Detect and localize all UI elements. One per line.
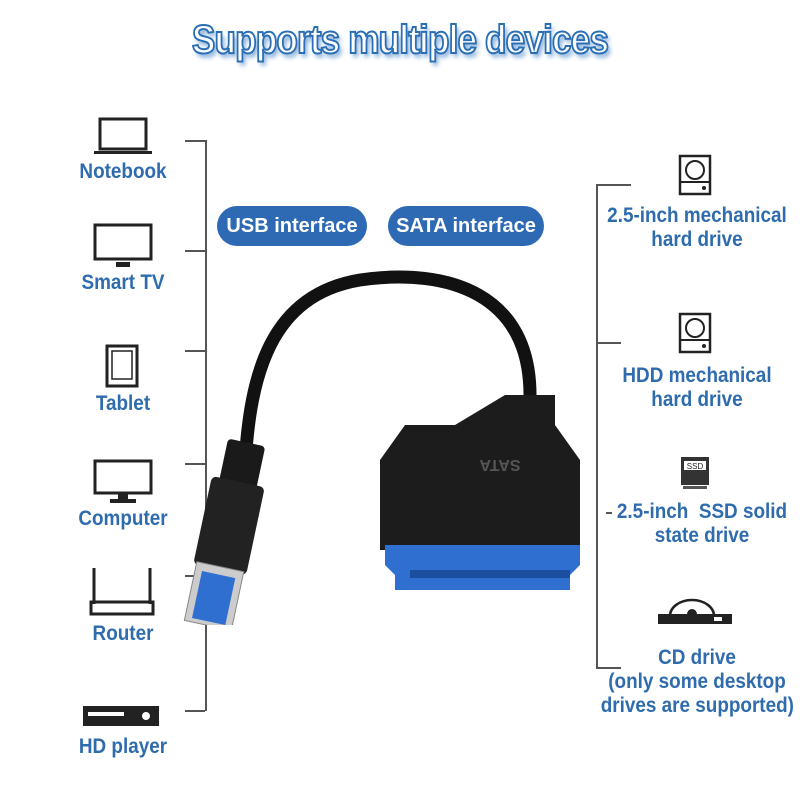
bracket-tick <box>596 184 631 186</box>
device-label-hd-player: HD player <box>78 735 168 758</box>
device-label-smart-tv: Smart TV <box>81 271 165 294</box>
drive-label-line: 2.5-inch mechanical <box>607 204 787 227</box>
device-label-tablet: Tablet <box>95 392 151 415</box>
drive-label-ssd: 2.5-inch SSD solid state drive <box>610 500 794 548</box>
drive-label-line: 2.5-inch SSD solid <box>616 500 788 523</box>
sata-label: SATA <box>479 456 521 473</box>
drive-label-line: hard drive <box>651 228 743 251</box>
router-icon <box>89 568 155 616</box>
device-label-notebook: Notebook <box>79 160 167 183</box>
cd-drive-icon <box>658 598 732 624</box>
left-bracket <box>205 140 207 711</box>
device-label-computer: Computer <box>78 507 168 530</box>
drive-label-line: CD drive <box>658 646 736 669</box>
drive-label-line: hard drive <box>651 388 743 411</box>
hdd-icon <box>678 154 712 196</box>
laptop-icon <box>94 117 152 154</box>
bracket-tick <box>606 512 612 514</box>
tv-icon <box>93 223 153 267</box>
bracket-tick <box>185 250 205 252</box>
usb-interface-badge: USB interface <box>217 206 367 246</box>
device-label-router: Router <box>92 622 154 645</box>
usb-sata-cable-image: SATA <box>183 270 580 625</box>
sata-interface-badge: SATA interface <box>388 206 544 246</box>
ssd-icon-text: SSD <box>687 462 704 471</box>
drive-label-cd: CD drive (only some desktop drives are s… <box>601 646 794 718</box>
drive-label-line: drives are supported) <box>600 694 794 717</box>
bracket-tick <box>185 710 205 712</box>
bracket-tick <box>596 342 621 344</box>
bracket-tick <box>596 667 621 669</box>
ssd-icon: SSD <box>681 457 709 489</box>
page-title: Supports multiple devices <box>191 17 610 63</box>
drive-label-2-5-hdd: 2.5-inch mechanical hard drive <box>601 204 794 252</box>
tablet-icon <box>105 344 139 388</box>
drive-label-line: state drive <box>654 524 750 547</box>
monitor-icon <box>93 459 153 503</box>
drive-label-line: (only some desktop <box>608 670 786 693</box>
hdd-icon <box>678 312 712 354</box>
bracket-tick <box>185 463 205 465</box>
right-bracket <box>596 184 598 668</box>
bracket-tick <box>185 350 205 352</box>
bracket-tick <box>185 140 205 142</box>
media-player-icon <box>83 706 159 726</box>
drive-label-line: HDD mechanical <box>622 364 772 387</box>
drive-label-hdd: HDD mechanical hard drive <box>601 364 794 412</box>
